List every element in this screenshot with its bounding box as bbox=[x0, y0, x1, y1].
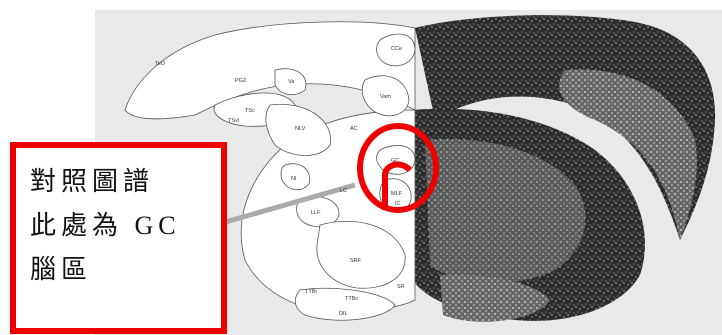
stained-half bbox=[413, 15, 715, 322]
label-va: Va bbox=[288, 79, 295, 85]
label-pgz: PGZ bbox=[235, 78, 247, 84]
label-ni: NI bbox=[291, 176, 297, 182]
label-dil: DIL bbox=[339, 311, 348, 317]
label-ac: AC bbox=[350, 126, 358, 132]
label-ccb: CCe bbox=[391, 46, 402, 52]
annotation-box: 對照圖譜 此處為 GC 腦區 bbox=[10, 142, 227, 334]
label-srf: SRF bbox=[350, 258, 362, 264]
label-ttbr: TTBr bbox=[305, 289, 317, 295]
label-sr: SR bbox=[397, 284, 405, 290]
label-mlf: MLF bbox=[391, 191, 403, 197]
label-ic: IC bbox=[395, 201, 401, 207]
label-lc: LC bbox=[340, 188, 347, 194]
label-ttbc: TTBc bbox=[345, 296, 358, 302]
annotation-text: 對照圖譜 此處為 GC 腦區 bbox=[30, 160, 210, 292]
label-llf: LLF bbox=[311, 210, 321, 216]
label-nlv: NLV bbox=[295, 126, 306, 132]
label-teo: TeO bbox=[155, 61, 166, 67]
label-vam: Vam bbox=[380, 94, 391, 100]
label-tsc: TSc bbox=[245, 108, 255, 114]
label-tsvl: TSvl bbox=[228, 118, 239, 124]
